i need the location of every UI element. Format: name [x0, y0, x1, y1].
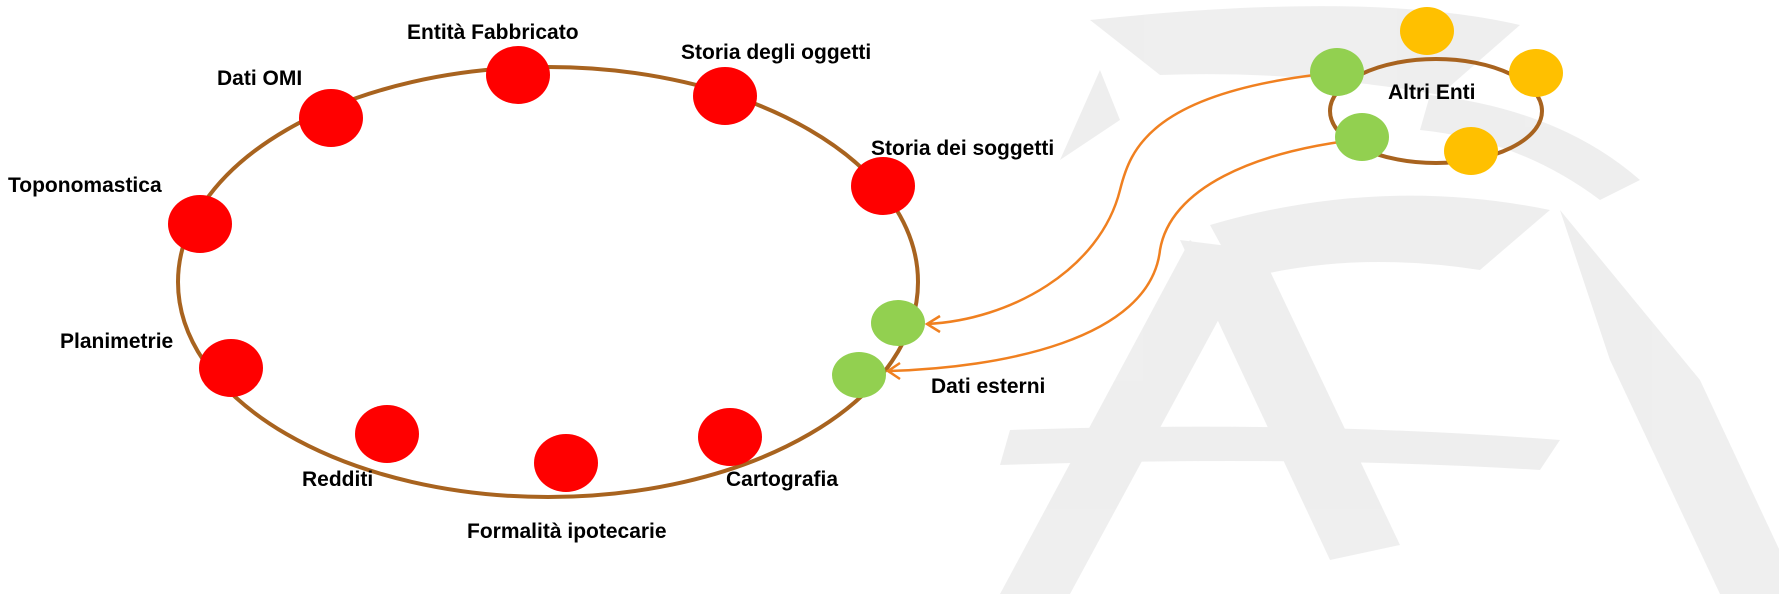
node-storia-dei-soggetti[interactable]: [851, 157, 915, 215]
node-cartografia[interactable]: [698, 408, 762, 466]
node-formalita-ipotecarie[interactable]: [534, 434, 598, 492]
arrowhead-lower: [885, 361, 901, 381]
label-altri-enti: Altri Enti: [1388, 81, 1476, 104]
label-entita-fabbricato: Entità Fabbricato: [407, 21, 579, 44]
label-redditi: Redditi: [302, 468, 373, 491]
watermark-logo: [1000, 6, 1779, 594]
label-toponomastica: Toponomastica: [8, 174, 162, 197]
node-entita-fabbricato[interactable]: [486, 46, 550, 104]
label-storia-dei-soggetti: Storia dei soggetti: [871, 137, 1054, 160]
node-toponomastica[interactable]: [168, 195, 232, 253]
node-dati-esterni-1[interactable]: [871, 300, 925, 346]
label-formalita-ipotecarie: Formalità ipotecarie: [467, 520, 667, 543]
label-cartografia: Cartografia: [726, 468, 838, 491]
node-dati-esterni-2[interactable]: [832, 352, 886, 398]
label-storia-degli-oggetti: Storia degli oggetti: [681, 41, 871, 64]
node-dati-omi[interactable]: [299, 89, 363, 147]
label-dati-esterni: Dati esterni: [931, 375, 1045, 398]
node-altri-enti-link-2[interactable]: [1335, 113, 1389, 161]
node-altri-enti-link-1[interactable]: [1310, 48, 1364, 96]
node-redditi[interactable]: [355, 405, 419, 463]
connector-arrow-upper: [926, 70, 1343, 326]
connector-arrow-lower: [887, 136, 1373, 373]
node-storia-degli-oggetti[interactable]: [693, 67, 757, 125]
small-ring: [1328, 57, 1544, 165]
arrowhead-upper: [924, 314, 941, 334]
label-dati-omi: Dati OMI: [217, 67, 302, 90]
node-altri-enti-1[interactable]: [1400, 7, 1454, 55]
node-altri-enti-3[interactable]: [1444, 127, 1498, 175]
node-planimetrie[interactable]: [199, 339, 263, 397]
node-altri-enti-2[interactable]: [1509, 49, 1563, 97]
main-ring: [176, 65, 920, 499]
label-planimetrie: Planimetrie: [60, 330, 173, 353]
